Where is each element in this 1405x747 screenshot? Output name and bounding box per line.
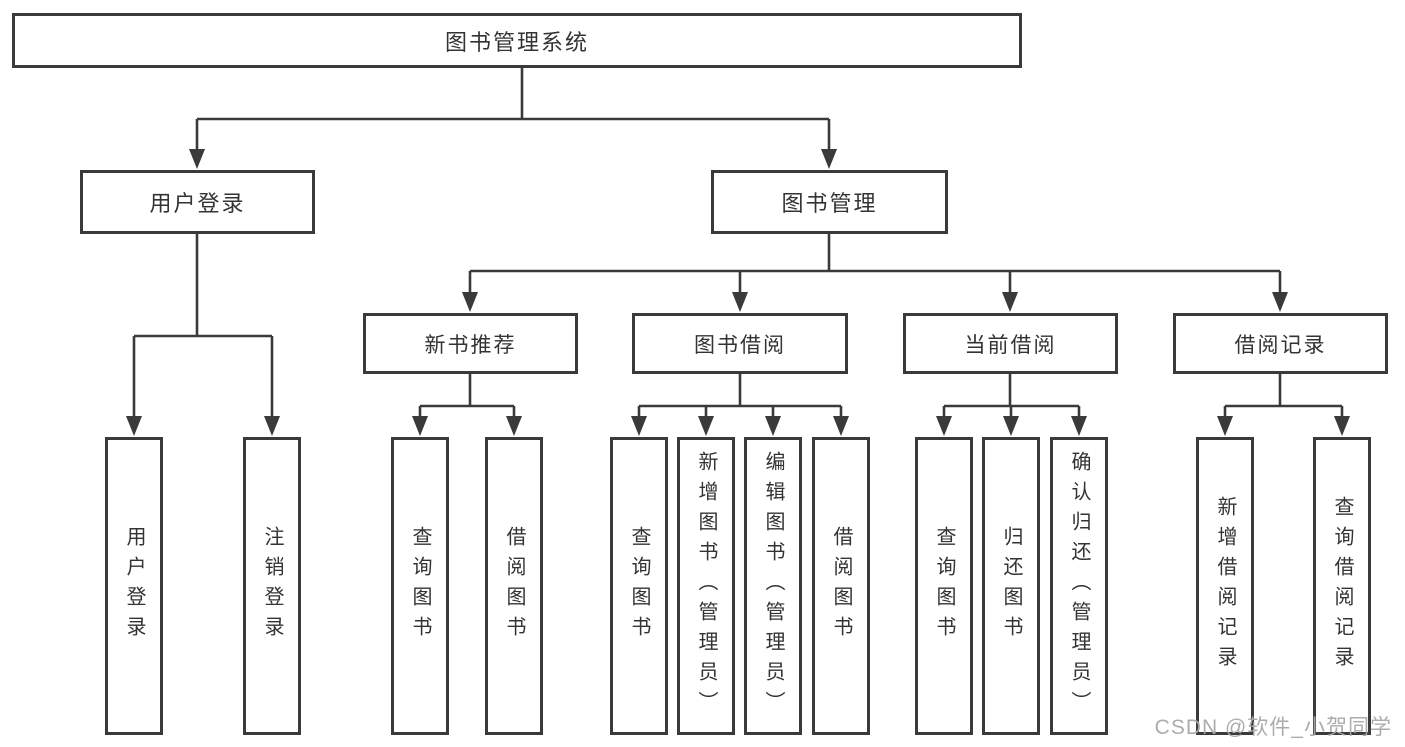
leaf-borrow-books: 借阅图书 [812,437,870,735]
node-user-login: 用户登录 [80,170,315,234]
node-library-management-system: 图书管理系统 [12,13,1022,68]
leaf-return-book: 归还图书 [982,437,1040,735]
node-new-book-recommendation: 新书推荐 [363,313,578,374]
leaf-edit-book-admin: 编辑图书（管理员） [744,437,802,735]
node-current-borrowing: 当前借阅 [903,313,1118,374]
node-book-management: 图书管理 [711,170,948,234]
leaf-query-borrow-record: 查询借阅记录 [1313,437,1371,735]
leaf-query-books-current: 查询图书 [915,437,973,735]
leaf-add-book-admin: 新增图书（管理员） [677,437,735,735]
leaf-query-books-borrow: 查询图书 [610,437,668,735]
leaf-confirm-return-admin: 确认归还（管理员） [1050,437,1108,735]
leaf-user-login: 用户登录 [105,437,163,735]
leaf-borrow-books-recommend: 借阅图书 [485,437,543,735]
node-book-borrowing: 图书借阅 [632,313,848,374]
csdn-watermark: CSDN @软件_小贺同学 [1154,716,1392,739]
leaf-logout: 注销登录 [243,437,301,735]
leaf-add-borrow-record: 新增借阅记录 [1196,437,1254,735]
leaf-query-books-recommend: 查询图书 [391,437,449,735]
node-borrowing-records: 借阅记录 [1173,313,1388,374]
